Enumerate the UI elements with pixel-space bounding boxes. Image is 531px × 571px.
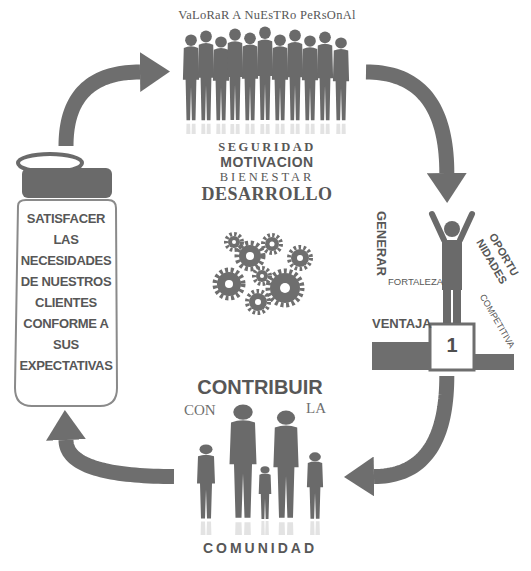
child-figure [307,452,323,518]
cycle-arrow [374,376,447,477]
person-figure [302,35,318,120]
cycle-arrow [66,72,140,146]
cycle-arrow [366,72,447,173]
person-figure [227,28,243,120]
family-group: CONTRIBUIR CON LA COMUNIDAD [178,372,342,562]
podium-block [474,354,514,370]
value-word: BIENESTAR [172,170,362,184]
person-figure [317,31,333,120]
staff-reflection [183,124,349,134]
value-word: SEGURIDAD [172,140,362,154]
adult-figure [230,405,257,518]
family-reflection [197,521,323,535]
side-word: FORTALEZA [388,277,443,288]
side-word: LA [306,400,326,417]
person-figure [257,26,273,120]
person-figure [183,34,199,120]
slanted-word: OPORTU NIDADES [471,226,524,290]
podium-block [372,342,430,370]
side-word: VENTAJA [372,317,432,332]
group-heading: VaLoRaR A NuEsTRo PeRsOnAl [172,8,362,22]
person-figure [198,30,214,120]
bottle-text: SATISFACER LAS NECESIDADES DE NUESTROS C… [14,208,118,376]
group-footer: COMUNIDAD [178,540,342,556]
staff-group: VaLoRaR A NuEsTRo PeRsOnAlSEGURIDADMOTIV… [172,4,362,210]
staff-silhouettes [183,26,349,120]
value-word: DESARROLLO [172,184,362,205]
family-silhouettes [197,405,323,519]
person-figure [242,32,258,120]
bottle-body [15,200,117,406]
value-word: MOTIVACION [172,154,362,170]
person-figure [213,36,229,120]
bottle-cap [22,168,112,198]
person-figure [333,37,349,120]
group-heading: CONTRIBUIR [178,376,342,399]
winner-figure [432,214,472,323]
vertical-word: GENERAR [373,211,388,276]
child-figure [197,444,215,518]
side-word: CON [184,402,216,419]
podium-block [430,324,474,370]
person-figure [287,29,303,120]
bottle-shape: SATISFACER LAS NECESIDADES DE NUESTROS C… [10,150,122,408]
adult-figure [273,411,298,518]
podium-number: 1 [430,334,474,357]
child-figure [259,466,272,519]
cycle-arrow [66,440,174,477]
slanted-word: COMPETITIVA [477,292,517,351]
person-figure [272,34,288,120]
gears-icon [215,234,311,313]
